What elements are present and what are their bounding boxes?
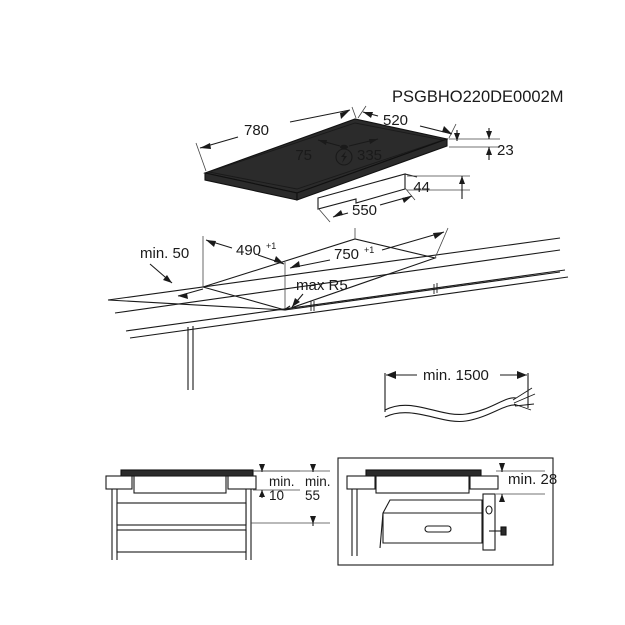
mains-cable-view: min. 1500 — [384, 367, 536, 423]
dimension-min-28: min. 28 — [496, 463, 557, 502]
dimension-label-23: 23 — [497, 142, 514, 159]
dimension-750: 750 +1 — [289, 227, 449, 269]
worktop-front-edge-lower — [129, 276, 569, 339]
dimension-label-min-10-word: min. — [269, 474, 295, 489]
dimension-550: 550 — [317, 187, 416, 223]
page-title: PSGBHO220DE0002M — [392, 88, 564, 106]
dimension-min-50: min. 50 — [140, 245, 204, 299]
oven-section-view: min. 28 — [337, 457, 557, 566]
dimension-label-min-10-value: 10 — [269, 488, 284, 503]
dimension-label-520: 520 — [383, 112, 408, 129]
dimension-label-550: 550 — [352, 202, 377, 219]
cable-line-upper — [384, 397, 517, 416]
dimension-min-10: min. 10 — [253, 464, 300, 503]
dimension-520: 520 — [357, 105, 457, 139]
dimension-label-44: 44 — [413, 179, 430, 196]
dimension-780: 780 — [195, 106, 357, 172]
worktop-left-section — [105, 475, 133, 490]
worktop-surface-left — [107, 299, 286, 311]
dimension-label-750: 750 — [334, 246, 359, 263]
worktop-rear-edge-top — [107, 237, 561, 301]
oven-hob-body-section — [375, 475, 470, 494]
dimension-label-780: 780 — [244, 122, 269, 139]
worktop-cutout-view: min. 50 490 +1 — [107, 227, 569, 390]
oven-rail-hole — [485, 505, 493, 515]
oven-body — [382, 499, 483, 544]
connection-point-marker — [340, 144, 348, 150]
oven-worktop-right-section — [469, 475, 499, 490]
oven-mounting-rail — [482, 493, 496, 551]
dimension-44: 44 — [407, 175, 470, 199]
worktop-front-edge-upper — [114, 249, 561, 314]
dimension-label-75: 75 — [295, 147, 312, 164]
dimension-label-min-55-value: 55 — [305, 488, 320, 503]
dimension-label-min-55-word: min. — [305, 474, 331, 489]
dimension-max-r5: max R5 — [283, 277, 348, 311]
hob-body-edge-line — [404, 173, 418, 178]
dimension-superscript-490: +1 — [266, 241, 276, 251]
oven-handle — [424, 525, 452, 533]
oven-worktop-left-section — [346, 475, 376, 490]
dimension-label-490: 490 — [236, 242, 261, 259]
dimension-23: 23 — [449, 128, 514, 160]
dimension-490: 490 +1 — [202, 236, 286, 310]
hob-right-edge — [296, 138, 448, 201]
cable-wire-ends — [512, 387, 536, 411]
oven-hob-plate-section — [365, 469, 482, 477]
electrical-connection-icon — [335, 148, 353, 166]
cable-line-lower — [384, 404, 517, 423]
hob-body-section — [133, 475, 227, 494]
dimension-label-max-r5: max R5 — [296, 277, 348, 294]
cabinet-section-view: min. 10 min. 55 — [105, 464, 331, 560]
oven-screw-head — [500, 526, 507, 536]
cabinet-drawer-lower — [116, 529, 247, 553]
worktop-right-section — [227, 475, 257, 490]
worktop-front-edge-face — [125, 269, 566, 332]
worktop-surface-right — [284, 271, 561, 311]
dimension-75-335: 75 335 — [295, 138, 382, 166]
dimension-label-min-1500: min. 1500 — [423, 367, 489, 384]
hob-plate-section — [120, 469, 254, 477]
dimension-label-min-50: min. 50 — [140, 245, 189, 262]
dimension-superscript-750: +1 — [364, 245, 374, 255]
oven-section-border — [337, 457, 554, 566]
dimension-min-55: min. 55 — [251, 464, 331, 526]
hob-isometric-view: 780 520 75 335 — [195, 105, 514, 223]
dimension-label-min-28: min. 28 — [508, 471, 557, 488]
oven-left-slant — [379, 512, 384, 549]
cabinet-drawer-upper — [116, 502, 247, 526]
dimension-label-335: 335 — [357, 147, 382, 164]
